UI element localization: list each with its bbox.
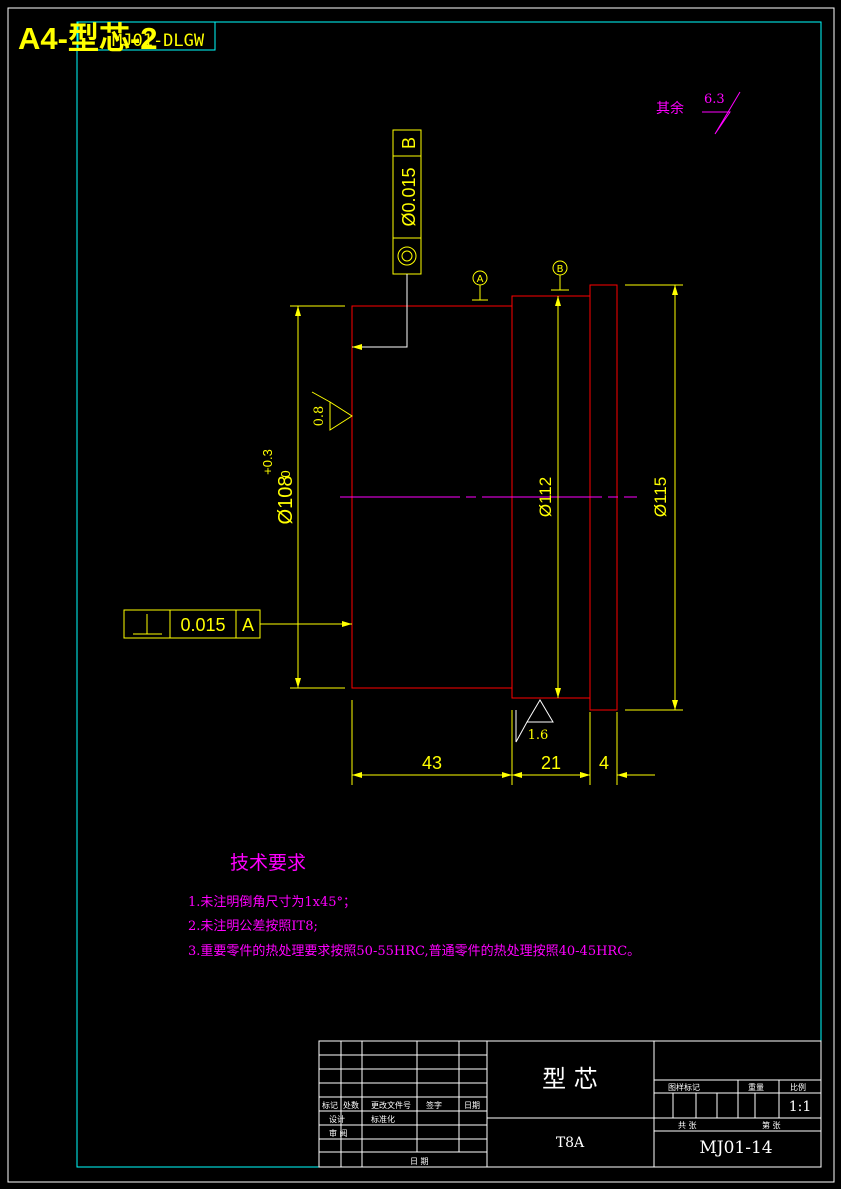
- datum-a-label: A: [477, 274, 484, 285]
- tb-header-sample: 图样标记: [668, 1082, 700, 1092]
- technical-notes: 技术要求 1.未注明倒角尺寸为1x45°； 2.未注明公差按照IT8; 3.重要…: [188, 852, 640, 959]
- finish-left-face: 0.8: [311, 391, 353, 431]
- inner-frame: [76, 21, 822, 1168]
- perpendicular-icon: [133, 614, 162, 635]
- d115-label: Ø115: [651, 477, 670, 517]
- tb-label-standard: 标准化: [371, 1114, 395, 1124]
- tb-part-name: 型 芯: [542, 1065, 598, 1093]
- tb-header-scale: 比例: [790, 1082, 806, 1092]
- d108-lower: 0: [278, 470, 293, 477]
- finish-bottom-value: 1.6: [528, 728, 549, 743]
- perp-value: 0.015: [180, 615, 225, 635]
- perp-datum: A: [242, 615, 254, 635]
- coaxiality-icon-inner: [401, 250, 413, 262]
- general-finish-label: 其余: [656, 100, 684, 117]
- tb-scale-value: 1:1: [789, 1099, 812, 1115]
- header-box: [77, 21, 216, 51]
- coaxiality-datum: B: [399, 137, 419, 149]
- tb-sheets-total: 共 张: [678, 1121, 697, 1130]
- tb-label-review: 审 阅: [329, 1128, 348, 1138]
- d108-label: Ø108: [275, 476, 297, 525]
- roughness-left-icon: [311, 391, 353, 431]
- tb-sheet-no: 第 张: [762, 1120, 781, 1130]
- coaxiality-leader: [352, 274, 408, 350]
- dim-d108: Ø108 +0.3 0: [260, 305, 345, 689]
- datum-a: A: [472, 270, 488, 301]
- title-block: [318, 1040, 822, 1168]
- len43-label: 43: [422, 753, 442, 773]
- roughness-bottom-icon: [515, 699, 554, 743]
- datum-b: B: [551, 260, 569, 291]
- tb-label-day: 日 期: [410, 1157, 429, 1166]
- note-2: 2.未注明公差按照IT8;: [188, 919, 318, 934]
- tb-label-date: 日期: [464, 1101, 480, 1110]
- dim-lengths: 43 21 4: [351, 700, 655, 785]
- header-title: A4-型芯-2: [18, 21, 158, 56]
- note-3: 3.重要零件的热处理要求按照50-55HRC,普通零件的热处理按照40-45HR…: [188, 943, 640, 959]
- tb-material: T8A: [556, 1135, 585, 1151]
- coaxiality-icon: [397, 246, 417, 266]
- tb-label-change: 更改文件号: [371, 1100, 411, 1110]
- datum-b-label: B: [557, 264, 564, 275]
- tb-label-count: 处数: [343, 1100, 359, 1110]
- coaxiality-frame: B Ø0.015: [352, 129, 422, 350]
- tb-label-design: 设计: [329, 1114, 345, 1124]
- outer-frame: [7, 7, 835, 1183]
- perpendicularity-frame: 0.015 A: [123, 609, 352, 639]
- dim-d115: Ø115: [625, 284, 683, 711]
- len4-label: 4: [599, 753, 609, 773]
- tb-label-mark: 标记: [322, 1100, 338, 1110]
- general-finish-value: 6.3: [704, 92, 725, 107]
- tb-drawing-number: MJ01-14: [699, 1138, 772, 1158]
- d112-label: Ø112: [536, 477, 555, 517]
- d108-upper: +0.3: [260, 449, 275, 475]
- finish-bottom: 1.6: [515, 699, 554, 743]
- title-block-text: 标记 处数 更改文件号 签字 日期 设计 标准化 审 阅 日 期 型 芯 T8A…: [322, 1065, 811, 1166]
- note-1: 1.未注明倒角尺寸为1x45°；: [188, 895, 356, 910]
- header: MJ01-DLGW A4-型芯-2: [18, 21, 216, 56]
- header-overlap-text: MJ01-DLGW: [112, 31, 205, 51]
- notes-heading: 技术要求: [230, 852, 306, 874]
- tb-header-weight: 重量: [748, 1082, 764, 1092]
- coaxiality-value: Ø0.015: [399, 167, 419, 226]
- finish-left-value: 0.8: [312, 406, 327, 427]
- roughness-symbol-icon: [702, 91, 741, 135]
- dim-d112: Ø112: [536, 296, 561, 698]
- len21-label: 21: [541, 753, 561, 773]
- tb-border: [318, 1040, 822, 1168]
- tb-label-sign: 签字: [426, 1100, 442, 1110]
- general-surface-finish: 其余 6.3: [656, 91, 741, 135]
